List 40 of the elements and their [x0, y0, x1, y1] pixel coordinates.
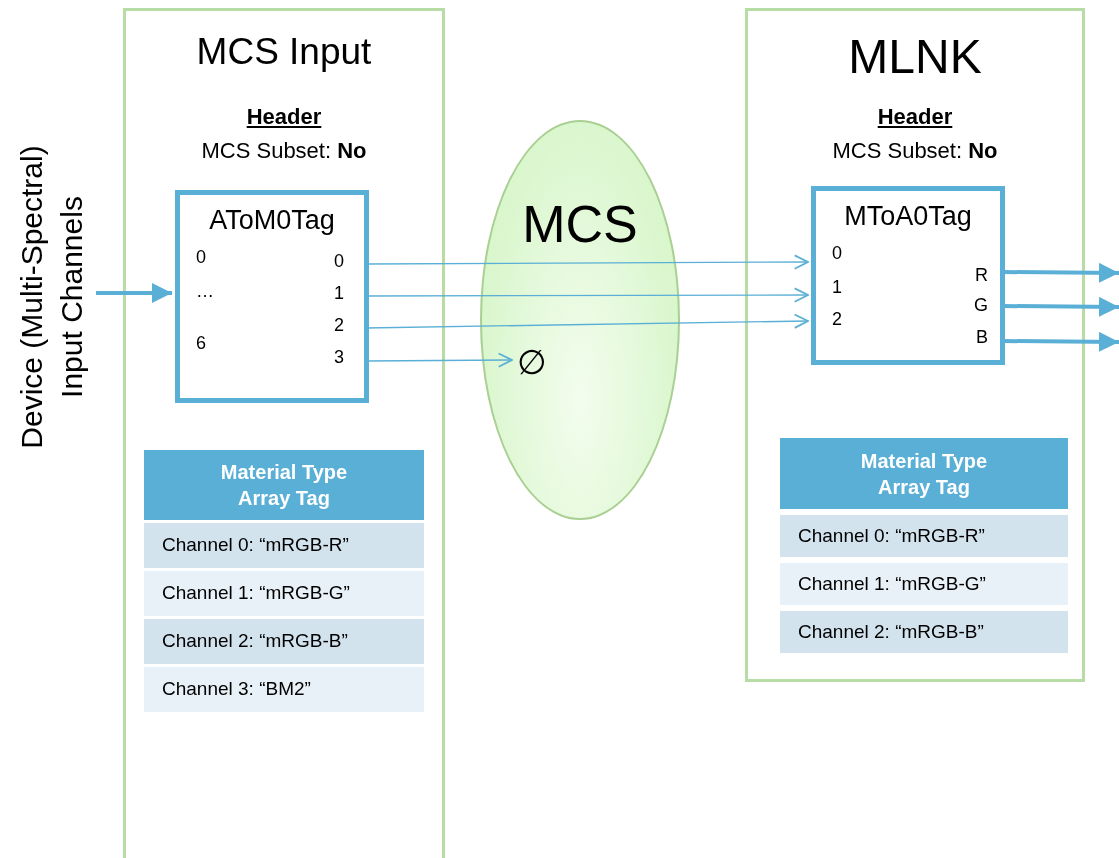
panel: [745, 8, 1085, 682]
panel-title: MCS Input: [195, 33, 373, 70]
panel: [123, 8, 445, 858]
table-header: Material Type Array Tag: [780, 438, 1068, 509]
table-header: Material Type Array Tag: [144, 450, 424, 520]
arrow: [1002, 296, 1119, 317]
rotated-label: Device (Multi-Spectral) Input Channels: [12, 112, 96, 482]
subset-text: MCS Subset: No: [832, 137, 998, 165]
port-label: 0: [832, 242, 842, 264]
port-label: 6: [196, 332, 206, 354]
port-label: G: [974, 294, 988, 316]
port-label: 2: [334, 314, 344, 336]
tag-block: [811, 186, 1005, 365]
section-heading: Header: [877, 103, 953, 131]
port-label: 1: [334, 282, 344, 304]
port-label: 0: [334, 250, 344, 272]
port-label: R: [975, 264, 988, 286]
tag-title: AToM0Tag: [208, 207, 336, 234]
port-label: 3: [334, 346, 344, 368]
arrow: [96, 283, 172, 303]
table-row: Channel 2: “mRGB-B”: [144, 619, 424, 664]
port-label: …: [196, 280, 214, 302]
tag-title: MToA0Tag: [843, 203, 973, 230]
port-label: 0: [196, 246, 206, 268]
port-label: B: [976, 326, 988, 348]
table-row: Channel 1: “mRGB-G”: [780, 563, 1068, 605]
port-label: 2: [832, 308, 842, 330]
table-row: Channel 0: “mRGB-R”: [144, 523, 424, 568]
table-row: Channel 1: “mRGB-G”: [144, 571, 424, 616]
table-row: Channel 0: “mRGB-R”: [780, 515, 1068, 557]
arrow: [1002, 262, 1119, 283]
subset-text: MCS Subset: No: [201, 137, 367, 165]
table-row: Channel 2: “mRGB-B”: [780, 611, 1068, 653]
panel-title: MLNK: [847, 33, 983, 81]
table-row: Channel 3: “BM2”: [144, 667, 424, 712]
section-heading: Header: [246, 103, 322, 131]
port-label: 1: [832, 276, 842, 298]
ellipse-title: MCS: [521, 198, 639, 250]
tag-block: [175, 190, 369, 403]
empty-set-symbol: ∅: [514, 342, 550, 382]
